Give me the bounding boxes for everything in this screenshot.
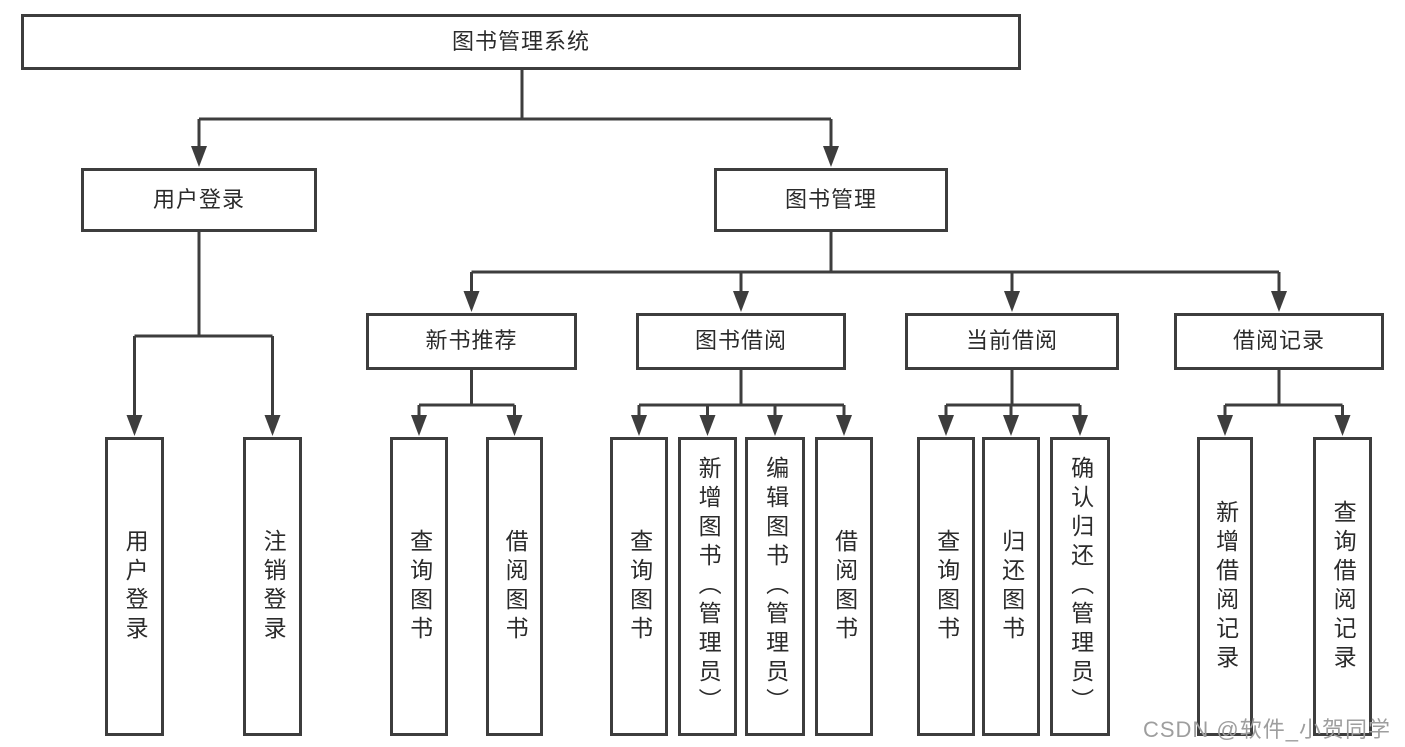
node-borrow-books-rec: 借阅图书: [486, 437, 543, 736]
node-query-borrow-record: 查询借阅记录: [1313, 437, 1372, 736]
node-borrowing-records: 借阅记录: [1174, 313, 1384, 370]
node-edit-books-admin: 编辑图书（管理员）: [745, 437, 805, 736]
node-logout: 注销登录: [243, 437, 302, 736]
node-user-login-leaf: 用户登录: [105, 437, 164, 736]
node-book-management: 图书管理: [714, 168, 948, 232]
node-add-borrow-record: 新增借阅记录: [1197, 437, 1253, 736]
arrowheads: [126, 146, 1351, 436]
node-return-books: 归还图书: [982, 437, 1040, 736]
node-add-books-admin: 新增图书（管理员）: [678, 437, 737, 736]
node-new-book-recommendation: 新书推荐: [366, 313, 577, 370]
node-query-books-rec: 查询图书: [390, 437, 448, 736]
node-borrow-books-leaf: 借阅图书: [815, 437, 873, 736]
node-current-borrowing: 当前借阅: [905, 313, 1119, 370]
node-query-books-current: 查询图书: [917, 437, 975, 736]
node-confirm-return-admin: 确认归还（管理员）: [1050, 437, 1110, 736]
node-user-login: 用户登录: [81, 168, 317, 232]
node-query-books-borrow: 查询图书: [610, 437, 668, 736]
node-book-borrowing: 图书借阅: [636, 313, 846, 370]
csdn-watermark: CSDN @软件_小贺同学: [1142, 717, 1391, 742]
node-root: 图书管理系统: [21, 14, 1021, 70]
